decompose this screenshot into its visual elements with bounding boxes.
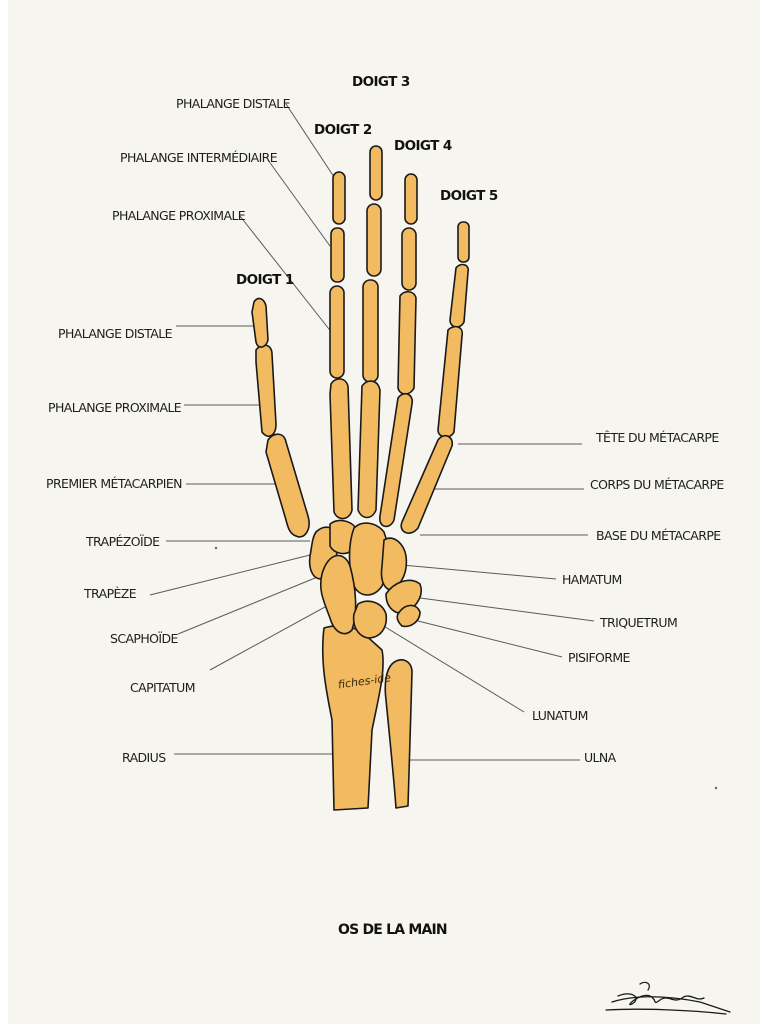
label-base-metacarpe: BASE DU MÉTACARPE bbox=[596, 528, 721, 543]
diagram-title: OS DE LA MAIN bbox=[338, 922, 447, 938]
leader-trapeze bbox=[149, 552, 319, 596]
label-corps-metacarpe: CORPS DU MÉTACARPE bbox=[590, 477, 724, 492]
label-trapeze: TRAPÈZE bbox=[83, 586, 137, 601]
digit-2-bones bbox=[329, 171, 353, 520]
digit-4-label: DOIGT 4 bbox=[394, 138, 452, 154]
digit-5-proximal-phalanx-bone bbox=[437, 325, 464, 438]
digit-3-bones bbox=[357, 145, 383, 519]
thumb-proximal-phalanx-bone bbox=[255, 344, 277, 437]
digit-2-metacarpal-bone bbox=[329, 378, 353, 520]
thumb-distal-phalanx-bone bbox=[251, 297, 269, 348]
digit-5-metacarpal-bone bbox=[400, 434, 454, 534]
label-phalange-proximale-top: PHALANGE PROXIMALE bbox=[112, 208, 246, 223]
label-hamatum: HAMATUM bbox=[562, 572, 622, 587]
digit-3-intermediate-phalanx-bone bbox=[366, 203, 382, 277]
label-premier-metacarpien: PREMIER MÉTACARPIEN bbox=[46, 476, 182, 491]
label-lunatum: LUNATUM bbox=[532, 708, 588, 723]
label-triquetrum: TRIQUETRUM bbox=[599, 615, 677, 630]
hamatum-bone bbox=[380, 537, 408, 591]
digit-5-label: DOIGT 5 bbox=[440, 188, 498, 204]
digit-4-metacarpal-bone bbox=[379, 392, 414, 528]
diagram-sheet: DOIGT 3 DOIGT 2 DOIGT 4 DOIGT 5 DOIGT 1 … bbox=[8, 0, 760, 1024]
digit-4-proximal-phalanx-bone bbox=[397, 290, 417, 395]
digit-4-bones bbox=[379, 173, 418, 528]
hand-skeleton-diagram: DOIGT 3 DOIGT 2 DOIGT 4 DOIGT 5 DOIGT 1 … bbox=[46, 74, 731, 1015]
label-radius: RADIUS bbox=[122, 750, 166, 765]
digit-3-metacarpal-bone bbox=[357, 380, 381, 519]
label-phalange-intermediaire: PHALANGE INTERMÉDIAIRE bbox=[120, 150, 278, 165]
label-scaphoide: SCAPHOÏDE bbox=[110, 631, 179, 646]
digit-5-intermediate-phalanx-bone bbox=[449, 263, 470, 328]
leader-lunatum bbox=[381, 624, 525, 713]
leader-phalange-distale-top bbox=[285, 103, 337, 181]
scaphoide-bone bbox=[319, 554, 357, 635]
leader-triquetrum bbox=[419, 597, 595, 622]
label-trapezoide: TRAPÉZOÏDE bbox=[85, 534, 160, 549]
artist-signature bbox=[605, 981, 731, 1015]
label-phalange-distale-top: PHALANGE DISTALE bbox=[176, 96, 291, 111]
ulna-bone bbox=[384, 659, 413, 809]
label-phalange-distale-thumb: PHALANGE DISTALE bbox=[58, 326, 173, 341]
label-pisiforme: PISIFORME bbox=[568, 650, 631, 665]
digit-5-distal-phalanx-bone bbox=[457, 221, 470, 263]
digit-4-intermediate-phalanx-bone bbox=[401, 227, 417, 291]
leader-pisiforme bbox=[413, 619, 563, 658]
leader-hamatum bbox=[401, 564, 557, 580]
digit-3-distal-phalanx-bone bbox=[369, 145, 383, 201]
label-ulna: ULNA bbox=[584, 750, 617, 765]
digit-2-intermediate-phalanx-bone bbox=[330, 227, 345, 283]
digit-3-label: DOIGT 3 bbox=[352, 74, 410, 90]
leader-phalange-proximale-top bbox=[239, 215, 337, 339]
label-tete-metacarpe: TÊTE DU MÉTACARPE bbox=[595, 430, 719, 445]
speck bbox=[214, 546, 218, 550]
leader-phalange-intermediaire bbox=[267, 159, 331, 247]
label-capitatum: CAPITATUM bbox=[130, 680, 195, 695]
digit-3-proximal-phalanx-bone bbox=[362, 279, 379, 383]
leader-lines bbox=[149, 103, 595, 761]
digit-2-label: DOIGT 2 bbox=[314, 122, 372, 138]
digit-4-distal-phalanx-bone bbox=[404, 173, 418, 225]
digit-2-proximal-phalanx-bone bbox=[329, 285, 345, 379]
speck bbox=[714, 786, 718, 790]
leader-scaphoide bbox=[177, 575, 321, 635]
digit-5-bones bbox=[400, 221, 470, 534]
lunatum-bone bbox=[352, 600, 388, 639]
label-phalange-proximale-thumb: PHALANGE PROXIMALE bbox=[48, 400, 182, 415]
digit-2-distal-phalanx-bone bbox=[332, 171, 346, 225]
pisiforme-bone bbox=[396, 604, 421, 628]
thumb-metacarpal-bone bbox=[265, 433, 310, 538]
radius-bone bbox=[321, 625, 384, 811]
digit-1-label: DOIGT 1 bbox=[236, 272, 294, 288]
